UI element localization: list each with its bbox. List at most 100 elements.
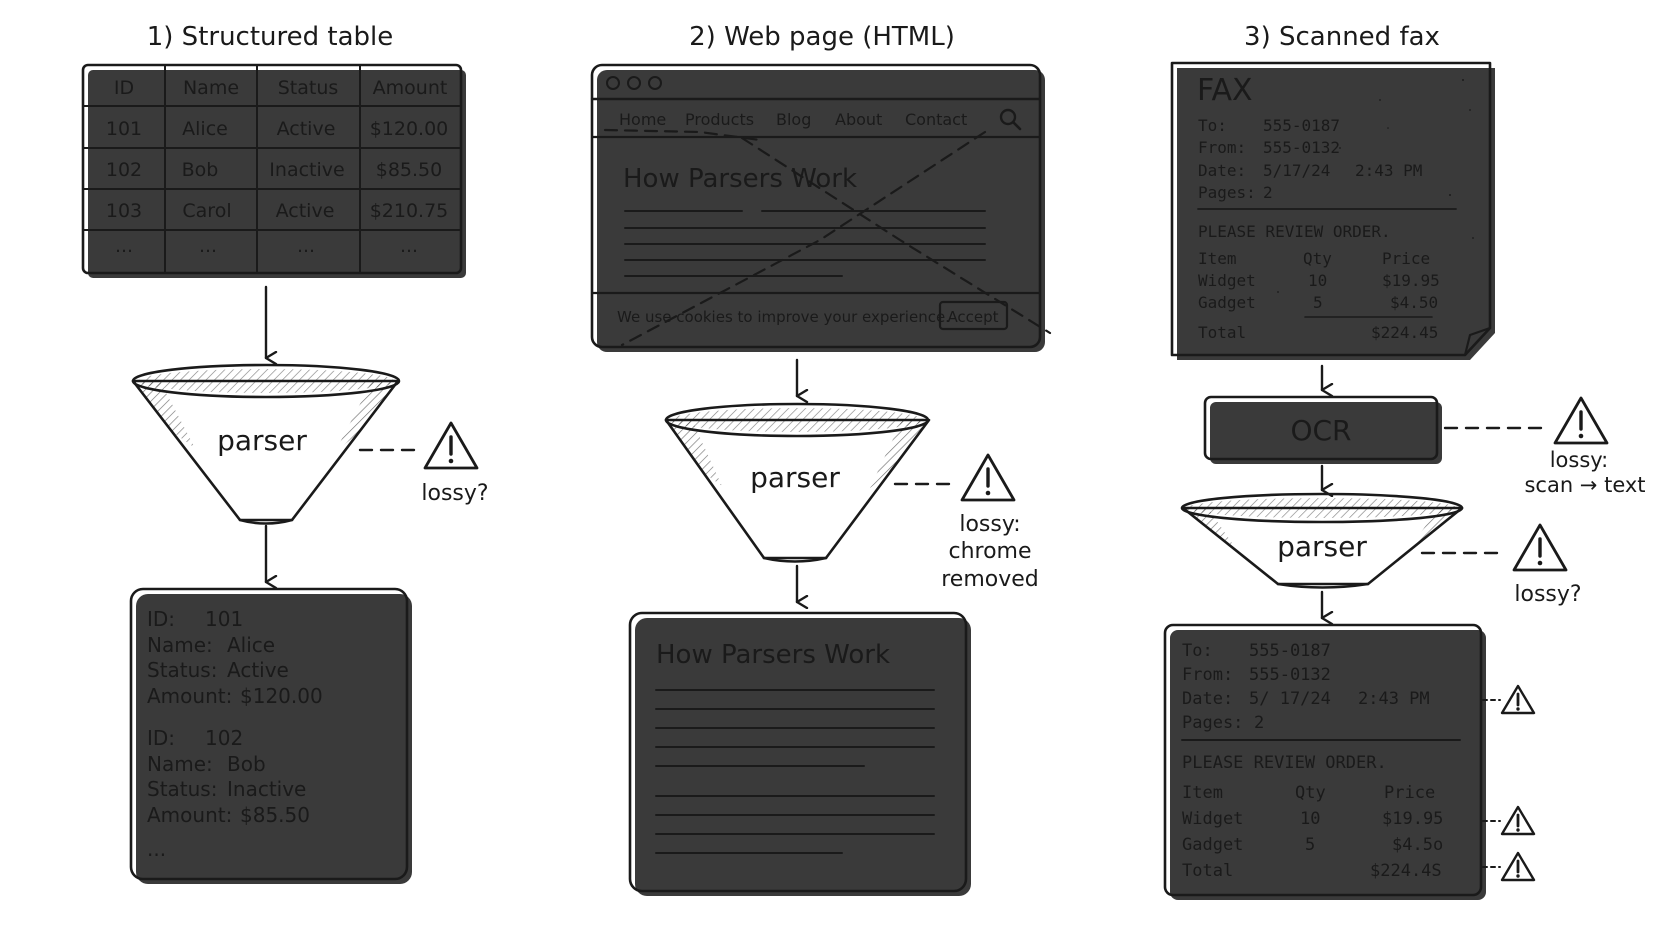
fax-value: 5/17/24 <box>1263 161 1330 180</box>
parsed-col-header: Item <box>1182 783 1223 803</box>
parsed-value: 555-0132 <box>1249 665 1331 685</box>
window-dot-icon <box>606 76 620 90</box>
cookie-banner-text: We use cookies to improve your experienc… <box>617 308 950 326</box>
fax-total-label: Total <box>1198 323 1246 342</box>
table-cell: ... <box>115 235 133 257</box>
nav-about[interactable]: About <box>835 110 882 129</box>
parser-label-1: parser <box>217 424 307 457</box>
table-cell: Inactive <box>269 159 344 181</box>
record-field-label: Status: <box>147 777 217 801</box>
panel-scanned-fax: 3) Scanned fax FAX To: 555-0187 From: 55… <box>1163 22 1646 900</box>
panel-web-page: 2) Web page (HTML) Home Products Blog Ab… <box>590 22 1052 896</box>
table-cell: 102 <box>106 159 142 181</box>
nav-contact[interactable]: Contact <box>905 110 967 129</box>
parsed-price: $4.5o <box>1392 835 1443 855</box>
fax-col-header: Price <box>1382 249 1430 268</box>
table-cell: ... <box>297 235 315 257</box>
panel3-title: 3) Scanned fax <box>1244 22 1440 52</box>
parsed-price: $19.95 <box>1382 809 1443 829</box>
table-cell: 103 <box>106 200 142 222</box>
record-field-value: Active <box>227 658 289 682</box>
fax-qty: 5 <box>1313 293 1323 312</box>
warning-icon <box>960 453 1016 502</box>
panel1-title: 1) Structured table <box>147 22 394 52</box>
nav-home[interactable]: Home <box>619 110 666 129</box>
ocr-lossy-line1: lossy: <box>1550 448 1609 472</box>
table-cell: 101 <box>106 118 142 140</box>
record-field-label: Status: <box>147 658 217 682</box>
record-field-value: Inactive <box>227 777 306 801</box>
parser-lossy-label-3: lossy? <box>1514 582 1581 607</box>
parser-label-2: parser <box>750 461 840 494</box>
record-field-value: Alice <box>227 633 275 657</box>
ocr-box: OCR <box>1203 395 1442 464</box>
parsed-value: 555-0187 <box>1249 641 1331 661</box>
record-field-label: Amount: <box>147 803 232 827</box>
fax-value: 555-0187 <box>1263 116 1340 135</box>
output-article-heading: How Parsers Work <box>656 640 890 670</box>
panel-structured-table: 1) Structured table ID Name Status Amoun… <box>81 22 489 884</box>
nav-products[interactable]: Products <box>685 110 754 129</box>
table-cell: $120.00 <box>370 118 449 140</box>
accept-button-label: Accept <box>947 308 998 326</box>
parsed-col-header: Price <box>1384 783 1435 803</box>
fax-label: From: <box>1198 138 1246 157</box>
browser-window: Home Products Blog About Contact How Par… <box>590 63 1052 352</box>
table-header-name: Name <box>183 77 239 99</box>
ocr-lossy-line2: scan → text <box>1524 473 1645 497</box>
table-cell: $210.75 <box>370 200 449 222</box>
parsed-col-header: Qty <box>1295 783 1326 803</box>
strike-through-lines <box>603 128 1052 347</box>
parsed-value: 2 <box>1254 713 1264 733</box>
parsed-value: 2:43 PM <box>1358 689 1430 709</box>
parsed-label: Date: <box>1182 689 1233 709</box>
accept-cookies-button[interactable]: Accept <box>938 300 1009 331</box>
parsed-item: Widget <box>1182 809 1243 829</box>
total-warning-flag <box>1482 851 1536 882</box>
record-field-label: ID: <box>147 607 175 631</box>
parsed-total-label: Total <box>1182 861 1233 881</box>
fax-notice: PLEASE REVIEW ORDER. <box>1198 222 1391 241</box>
clean-article-box: How Parsers Work <box>628 611 971 896</box>
table-header-id: ID <box>114 77 134 99</box>
search-icon[interactable] <box>999 108 1022 131</box>
table-header-amount: Amount <box>373 77 448 99</box>
table-cell: Alice <box>182 118 228 140</box>
table-cell: ... <box>400 235 418 257</box>
price-warning-flag <box>1482 805 1536 836</box>
lossy-label-1: lossy? <box>421 481 488 506</box>
table-cell: Bob <box>182 159 219 181</box>
ocr-label: OCR <box>1290 414 1351 447</box>
nav-blog[interactable]: Blog <box>776 110 811 129</box>
fax-total: $224.45 <box>1371 323 1438 342</box>
parsed-label: From: <box>1182 665 1233 685</box>
lossy-label-2-line1: lossy: <box>959 512 1020 537</box>
parsed-qty: 10 <box>1300 809 1320 829</box>
table-cell: Active <box>277 118 336 140</box>
parsed-total: $224.4S <box>1370 861 1442 881</box>
fax-label: To: <box>1198 116 1227 135</box>
parsed-value: 5/ 17/24 <box>1249 689 1331 709</box>
record-field-value: 101 <box>205 607 243 631</box>
fax-qty: 10 <box>1308 271 1327 290</box>
fax-label: Date: <box>1198 161 1246 180</box>
lossy-label-2-line2: chrome <box>948 539 1031 564</box>
record-field-label: Name: <box>147 633 213 657</box>
table-cell: Active <box>276 200 335 222</box>
fax-price: $4.50 <box>1390 293 1438 312</box>
table-cell: ... <box>199 235 217 257</box>
warning-icon <box>1512 523 1568 572</box>
table-header-status: Status <box>278 77 339 99</box>
fax-label: Pages: <box>1198 183 1256 202</box>
fax-col-header: Qty <box>1303 249 1332 268</box>
parsed-qty: 5 <box>1305 835 1315 855</box>
parser-funnel-3: parser <box>1180 492 1464 589</box>
warning-icon <box>423 421 479 470</box>
page-heading: How Parsers Work <box>623 164 857 194</box>
fax-value: 2 <box>1263 183 1273 202</box>
parser-funnel-2: parser <box>664 402 931 563</box>
table-cell: Carol <box>182 200 231 222</box>
fax-header: FAX <box>1197 73 1253 108</box>
record-field-label: Amount: <box>147 684 232 708</box>
record-field-value: $120.00 <box>240 684 323 708</box>
